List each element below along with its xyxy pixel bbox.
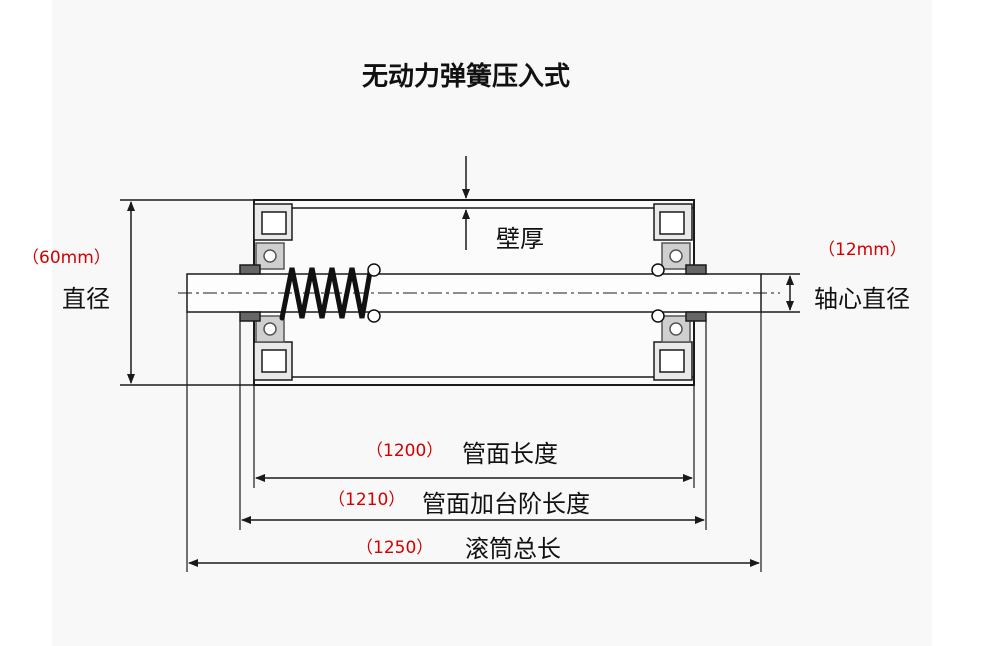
shaft-diameter-dimension <box>761 273 800 313</box>
tube-step-length-label: 管面加台阶长度 <box>422 490 590 518</box>
spring <box>279 263 665 323</box>
wall-thickness-label: 壁厚 <box>496 225 544 253</box>
tube-step-length-value: （1210） <box>328 490 406 510</box>
shaft <box>178 264 780 322</box>
left-bearing <box>255 242 285 343</box>
shaft-diameter-label: 轴心直径 <box>814 285 910 313</box>
length-dimensions <box>188 474 760 567</box>
total-length-value: （1250） <box>356 538 434 558</box>
right-end-cap <box>653 203 693 381</box>
diameter-value: （60mm） <box>22 248 111 268</box>
left-end-cap <box>253 203 293 381</box>
tube-length-value: （1200） <box>366 441 444 461</box>
total-length-label: 滚筒总长 <box>465 535 561 563</box>
tube-length-label: 管面长度 <box>462 440 558 468</box>
length-extension-lines <box>186 312 762 572</box>
shaft-diameter-value: （12mm） <box>818 240 907 260</box>
diagram-title: 无动力弹簧压入式 <box>362 62 571 92</box>
diameter-label: 直径 <box>62 285 110 313</box>
